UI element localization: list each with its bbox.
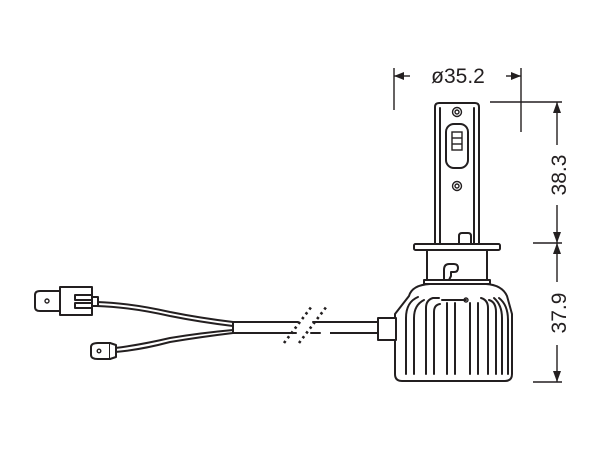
- arrowhead-icon: [553, 102, 561, 113]
- cable-gland: [377, 317, 397, 341]
- diameter-label: ø35.2: [431, 65, 485, 88]
- upper-height-label: 38.3: [548, 155, 571, 196]
- arrowhead-icon: [553, 232, 561, 243]
- power-cable: [232, 305, 379, 344]
- screw-icon: [451, 180, 463, 192]
- split-wires: [96, 301, 234, 353]
- diameter-dimension: ø35.2: [393, 65, 522, 132]
- cable-break-mark: [282, 305, 314, 344]
- led-head: [434, 102, 480, 245]
- height-dimensions: 38.3 37.9: [490, 101, 571, 383]
- plug-connector: [34, 286, 99, 316]
- bulb-base: [413, 243, 501, 285]
- heatsink: [394, 283, 513, 382]
- led-chip-icon: [451, 131, 463, 151]
- arrowhead-icon: [553, 371, 561, 382]
- spade-terminal: [90, 342, 117, 360]
- led-chip-window: [445, 123, 469, 169]
- arrowhead-icon: [394, 72, 404, 80]
- arrowhead-icon: [511, 72, 521, 80]
- screw-icon: [451, 106, 463, 118]
- lower-height-label: 37.9: [548, 293, 571, 334]
- arrowhead-icon: [553, 243, 561, 254]
